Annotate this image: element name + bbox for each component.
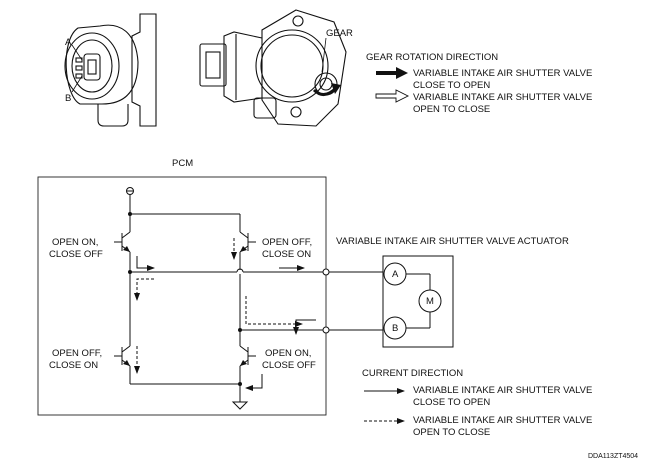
actuator-side-view: [64, 13, 157, 127]
current-solid-line2: CLOSE TO OPEN: [413, 397, 491, 408]
upper-right-transistor-line1: OPEN OFF,: [262, 237, 313, 248]
actuator-front-view: [199, 9, 347, 127]
figure-code: DDA113ZT4504: [588, 453, 639, 460]
rotation-open-to-close-line1: VARIABLE INTAKE AIR SHUTTER VALVE: [413, 92, 593, 103]
rotation-legend-arrows: [375, 67, 410, 103]
gear-rotation-arrows: [312, 83, 341, 96]
rotation-close-to-open-line1: VARIABLE INTAKE AIR SHUTTER VALVE: [413, 68, 593, 79]
terminal-b-label: B: [392, 323, 399, 334]
pcm-box: [37, 176, 327, 416]
actuator-label: VARIABLE INTAKE AIR SHUTTER VALVE ACTUAT…: [336, 236, 569, 247]
solid-rotation-arrow-icon: [376, 67, 408, 79]
lower-right-transistor-line2: CLOSE OFF: [262, 360, 316, 371]
current-flow-dashed: [134, 238, 303, 374]
current-dashed-line2: OPEN TO CLOSE: [413, 427, 491, 438]
actuator-box: [382, 255, 454, 348]
rotation-legend-title: GEAR ROTATION DIRECTION: [366, 52, 499, 63]
hollow-rotation-arrow-icon: [375, 89, 410, 103]
circuit-nodes: [128, 212, 242, 386]
connector-pin-b-label: B: [65, 93, 72, 104]
lower-right-transistor-line1: OPEN ON,: [265, 348, 312, 359]
terminal-a-label: A: [392, 269, 399, 280]
rotation-open-to-close-line2: OPEN TO CLOSE: [413, 104, 491, 115]
current-solid-line1: VARIABLE INTAKE AIR SHUTTER VALVE: [413, 385, 593, 396]
lower-left-transistor-line1: OPEN OFF,: [52, 348, 103, 359]
current-legend-arrows: [364, 388, 405, 424]
current-flow-solid: [136, 256, 316, 391]
upper-right-transistor-line2: CLOSE ON: [262, 249, 312, 260]
actuator-internal-wiring: [383, 262, 442, 340]
upper-left-transistor-line1: OPEN ON,: [52, 237, 99, 248]
transistor-emitter-arrows: [123, 246, 247, 366]
connector-pin-a-label: A: [65, 37, 72, 48]
rotation-close-to-open-line2: CLOSE TO OPEN: [413, 80, 491, 91]
circuit-wiring: [114, 187, 383, 410]
current-legend-title: CURRENT DIRECTION: [362, 368, 464, 379]
motor-label: M: [426, 296, 434, 307]
gear-label: GEAR: [326, 28, 353, 39]
current-dashed-line1: VARIABLE INTAKE AIR SHUTTER VALVE: [413, 415, 593, 426]
pcm-label: PCM: [172, 158, 194, 169]
upper-left-transistor-line2: CLOSE OFF: [49, 249, 103, 260]
lower-left-transistor-line2: CLOSE ON: [49, 360, 99, 371]
